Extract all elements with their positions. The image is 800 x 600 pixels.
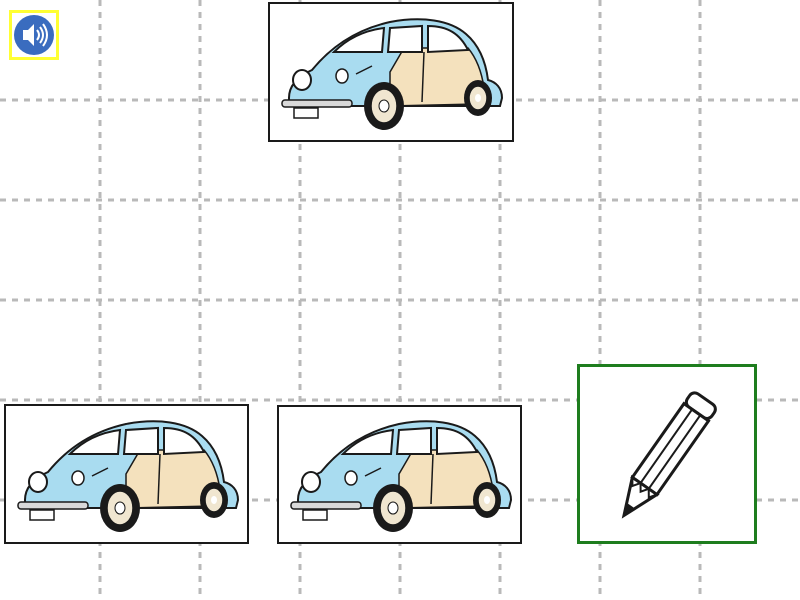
target-car-card: [268, 2, 514, 142]
draw-answer-box[interactable]: [577, 364, 757, 544]
option-car-card-2[interactable]: [277, 405, 522, 544]
option-car-card-1[interactable]: [4, 404, 249, 544]
sound-button[interactable]: [9, 10, 59, 60]
beetle-car-image: [290, 420, 512, 533]
beetle-car-image: [281, 18, 503, 131]
speaker-icon: [23, 23, 48, 47]
beetle-car-image: [17, 420, 239, 533]
pencil-icon: [621, 391, 717, 519]
